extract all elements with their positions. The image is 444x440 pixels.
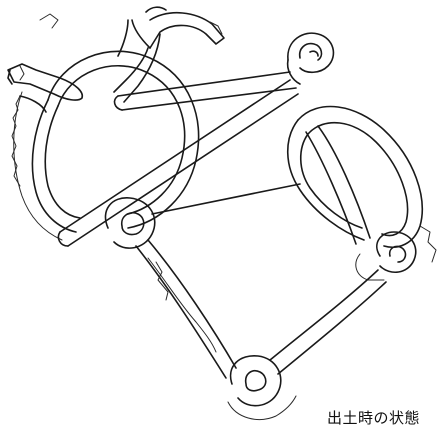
upper-curved-rod [39,6,225,103]
left-joint-loop [104,197,156,249]
diagonal-rods [57,71,299,247]
broken-rod-stub [7,63,84,113]
bottom-loop [227,355,297,420]
figure-caption: 出土時の状態 [327,409,421,427]
mouthpiece-frame [135,183,387,379]
right-ring [287,105,437,263]
right-joint-loop [355,231,417,281]
upper-right-loop [286,32,335,85]
left-ring [11,50,200,241]
